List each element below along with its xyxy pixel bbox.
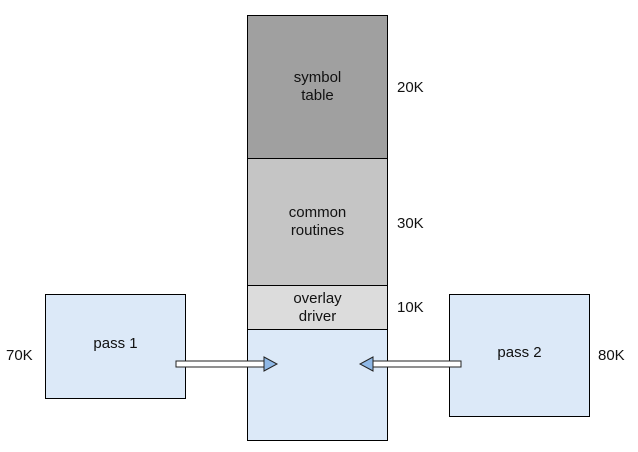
common-routines-label-line2: routines <box>290 222 345 239</box>
pass1-block: pass 1 <box>45 294 186 399</box>
pass2-label: pass 2 <box>497 343 542 361</box>
pass1-label: pass 1 <box>93 334 138 352</box>
overlay-area-block <box>247 329 388 441</box>
pass2-block: pass 2 <box>449 294 590 417</box>
symbol-table-size: 20K <box>397 79 424 96</box>
pass2-size: 80K <box>598 347 625 364</box>
common-routines-size: 30K <box>397 215 424 232</box>
overlay-driver-label-line2: driver <box>298 307 337 325</box>
overlay-driver-size: 10K <box>397 299 424 316</box>
overlay-driver-label-line1: overlay <box>293 289 342 307</box>
common-routines-label-line1: common <box>288 204 347 221</box>
common-routines-block: common routines <box>247 158 388 286</box>
symbol-table-block: symbol table <box>247 15 388 159</box>
overlay-driver-block: overlay driver <box>247 285 388 330</box>
symbol-table-label-line2: table <box>301 87 334 104</box>
pass1-size: 70K <box>6 347 33 364</box>
symbol-table-label-line1: symbol <box>293 69 342 86</box>
